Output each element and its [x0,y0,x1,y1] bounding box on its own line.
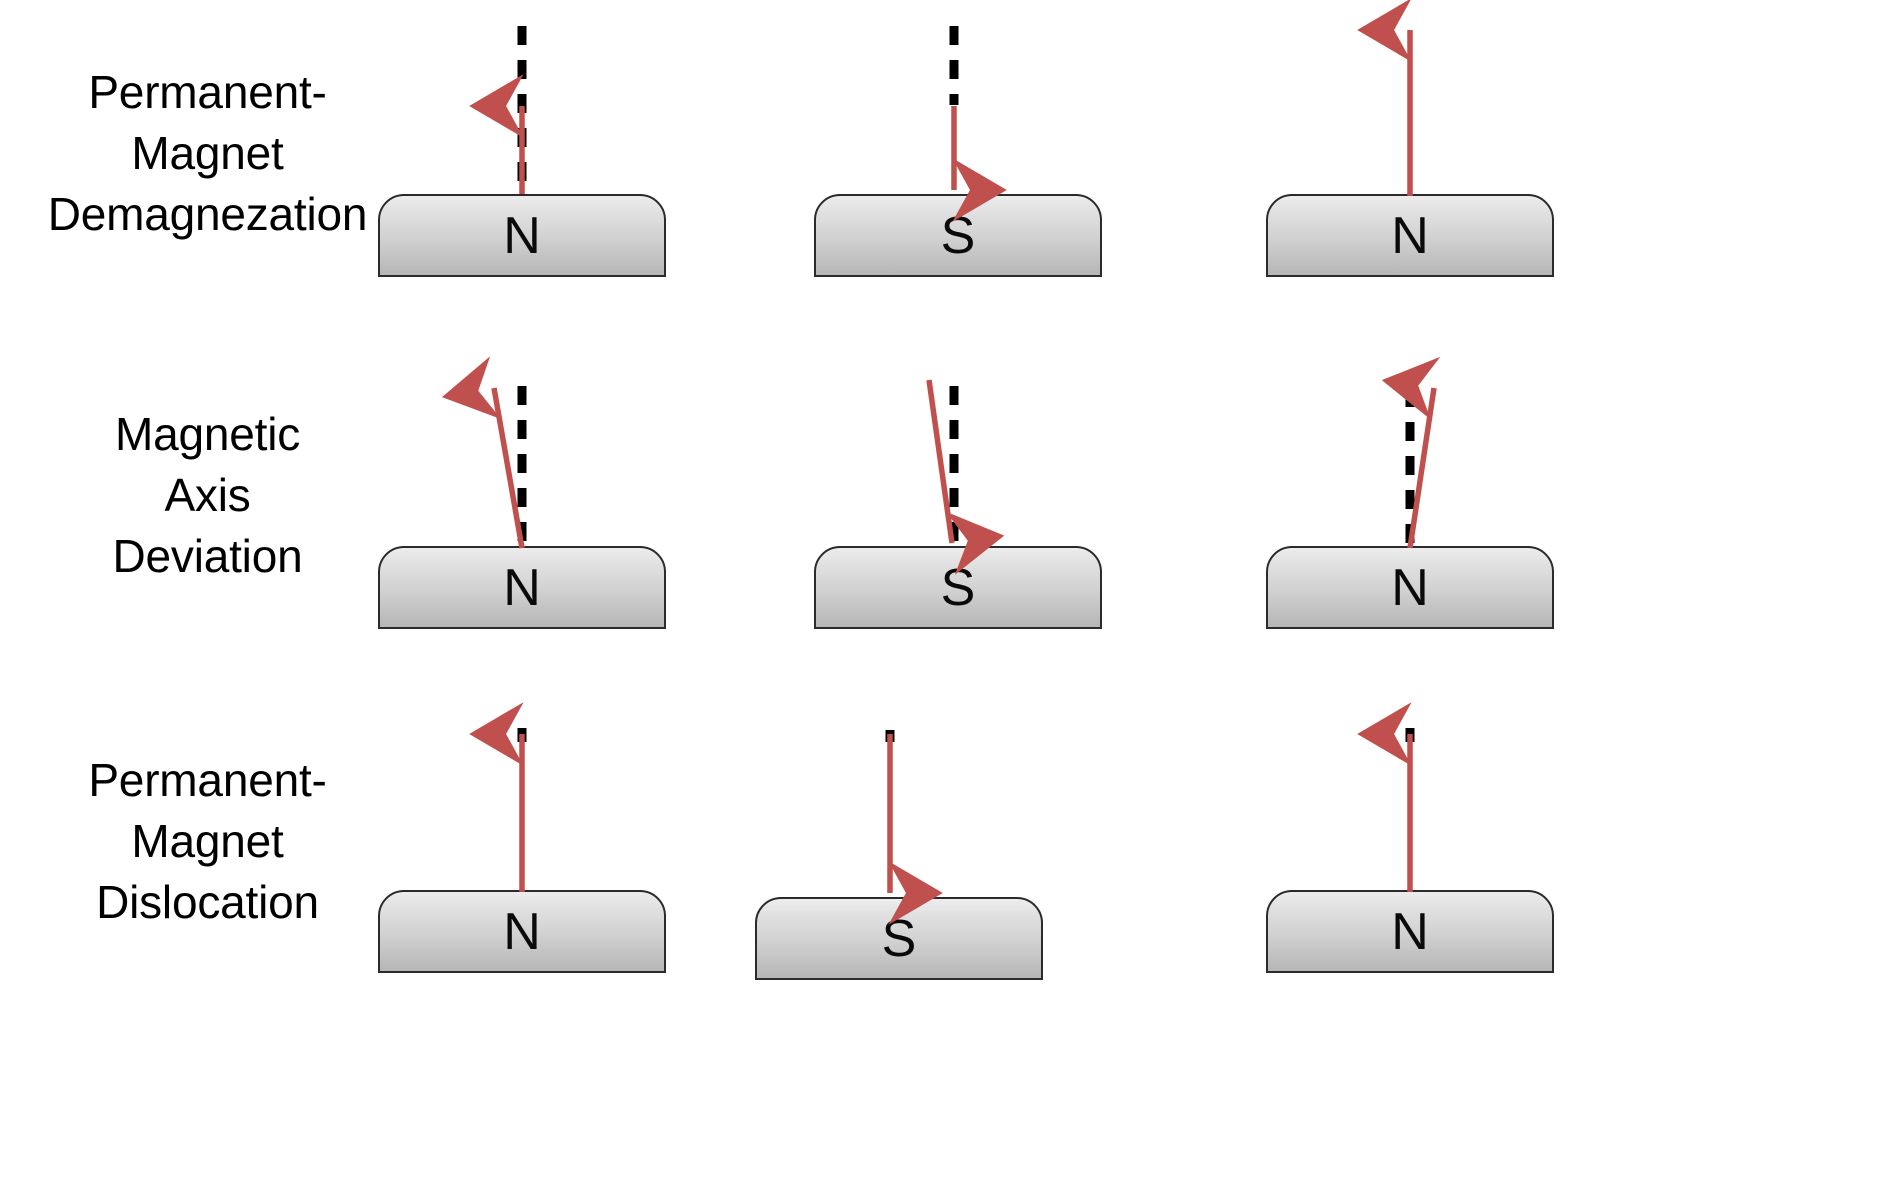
magnet-pole-label: N [503,206,541,265]
row-label-dislocation: Permanent- Magnet Dislocation [88,754,327,928]
magnet-block-r2c2[interactable]: S [814,546,1102,629]
magnet-pole-label: S [881,909,917,968]
magnet-pole-label: N [1391,902,1429,961]
magnet-block-r1c1[interactable]: N [378,194,666,277]
magnet-block-r3c2[interactable]: S [755,897,1043,980]
magnet-pole-label: N [1391,558,1429,617]
magnet-block-r1c3[interactable]: N [1266,194,1554,277]
magnet-block-r3c1[interactable]: N [378,890,666,973]
flux-arrow-r2c3[interactable] [1381,356,1441,549]
magnet-block-r3c3[interactable]: N [1266,890,1554,973]
magnet-block-r2c1[interactable]: N [378,546,666,629]
magnet-pole-label: N [503,558,541,617]
flux-arrow-r2c2[interactable] [926,379,1005,575]
row-label-demagnetization: Permanent- Magnet Demagnezation [47,66,368,240]
magnet-block-r1c2[interactable]: S [814,194,1102,277]
row-label-axis-deviation: Magnetic Axis Deviation [112,408,303,582]
magnet-pole-label: N [1391,206,1429,265]
magnet-block-r2c3[interactable]: N [1266,546,1554,629]
magnet-pole-label: N [503,902,541,961]
magnet-pole-label: S [940,558,976,617]
flux-arrow-r2c1[interactable] [441,356,525,549]
magnet-pole-label: S [940,206,976,265]
